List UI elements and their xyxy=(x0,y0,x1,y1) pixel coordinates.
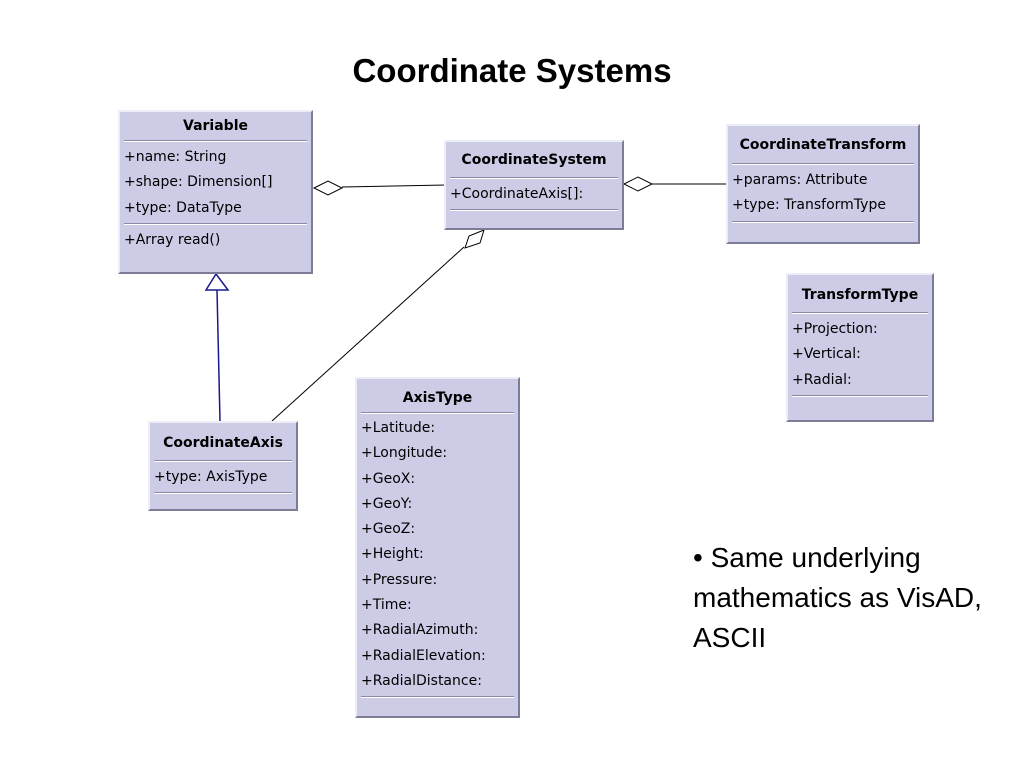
aggregation-diamond-variable xyxy=(312,180,344,196)
attributes-section: +Latitude: +Longitude: +GeoX: +GeoY: +Ge… xyxy=(357,414,518,697)
attributes-section: +name: String +shape: Dimension[] +type:… xyxy=(120,142,311,224)
attribute: +type: AxisType xyxy=(154,469,268,485)
attribute: +Radial: xyxy=(792,371,852,388)
separator xyxy=(732,164,914,165)
class-name: CoordinateSystem xyxy=(461,152,607,168)
slide-title: Coordinate Systems xyxy=(352,52,672,89)
class-coordinate-system: CoordinateSystem +CoordinateAxis[]: xyxy=(444,140,624,230)
attribute: +Vertical: xyxy=(792,346,861,363)
class-name: AxisType xyxy=(402,390,473,406)
aggregation-diamond-axis xyxy=(464,229,485,249)
operations-section xyxy=(357,698,518,718)
attribute: +GeoX: xyxy=(361,470,416,487)
attribute: +Projection: xyxy=(792,321,878,337)
attribute: +Longitude: xyxy=(361,445,448,462)
separator xyxy=(154,461,292,462)
operations-section xyxy=(728,223,918,243)
generalization-line xyxy=(216,289,221,422)
separator xyxy=(361,697,514,699)
bullet-note: • Same underlying mathematics as VisAD, … xyxy=(693,542,982,653)
class-name: Variable xyxy=(183,118,248,134)
separator xyxy=(792,395,928,397)
operations-section xyxy=(446,211,622,231)
operations-section: +Array read() xyxy=(120,225,311,256)
attribute: +Time: xyxy=(361,597,412,614)
separator xyxy=(124,223,307,225)
attributes-section: +params: Attribute +type: TransformType xyxy=(728,165,918,222)
attribute: +RadialDistance: xyxy=(361,672,482,689)
attribute: +Height: xyxy=(361,546,424,563)
separator xyxy=(450,178,618,179)
class-variable: Variable +name: String +shape: Dimension… xyxy=(118,110,313,274)
attribute: +RadialAzimuth: xyxy=(361,622,479,639)
attribute: +Pressure: xyxy=(361,571,438,588)
assoc-variable-coordsys xyxy=(341,184,447,188)
separator xyxy=(154,493,292,495)
class-name: CoordinateTransform xyxy=(739,137,907,153)
operations-section xyxy=(150,494,296,510)
attribute: +name: String xyxy=(124,149,227,165)
separator xyxy=(450,210,618,212)
assoc-coordsys-axis xyxy=(271,246,465,422)
separator xyxy=(792,313,928,314)
class-name: CoordinateAxis xyxy=(163,435,283,451)
separator xyxy=(124,141,307,142)
class-transform-type: TransformType +Projection: +Vertical: +R… xyxy=(786,273,934,422)
separator xyxy=(732,221,914,223)
attributes-section: +CoordinateAxis[]: xyxy=(446,179,622,210)
attributes-section: +type: AxisType xyxy=(150,462,296,493)
attribute: +type: TransformType xyxy=(732,197,886,214)
attribute: +RadialElevation: xyxy=(361,647,486,664)
class-coordinate-transform: CoordinateTransform +params: Attribute +… xyxy=(726,124,920,244)
attribute: +params: Attribute xyxy=(732,172,868,188)
aggregation-diamond-coordsys xyxy=(622,176,654,192)
attribute: +type: DataType xyxy=(124,199,242,216)
class-coordinate-axis: CoordinateAxis +type: AxisType xyxy=(148,421,298,511)
separator xyxy=(361,413,514,414)
attribute: +shape: Dimension[] xyxy=(124,174,273,191)
class-axis-type: AxisType +Latitude: +Longitude: +GeoX: +… xyxy=(355,377,520,718)
attributes-section: +Projection: +Vertical: +Radial: xyxy=(788,314,932,396)
attribute: +CoordinateAxis[]: xyxy=(450,186,584,202)
operations-section xyxy=(788,397,932,417)
generalization-arrow xyxy=(204,272,230,291)
attribute: +GeoY: xyxy=(361,495,413,512)
attribute: +GeoZ: xyxy=(361,521,416,538)
operation: +Array read() xyxy=(124,231,221,248)
attribute: +Latitude: xyxy=(361,420,436,436)
class-name: TransformType xyxy=(801,287,919,303)
